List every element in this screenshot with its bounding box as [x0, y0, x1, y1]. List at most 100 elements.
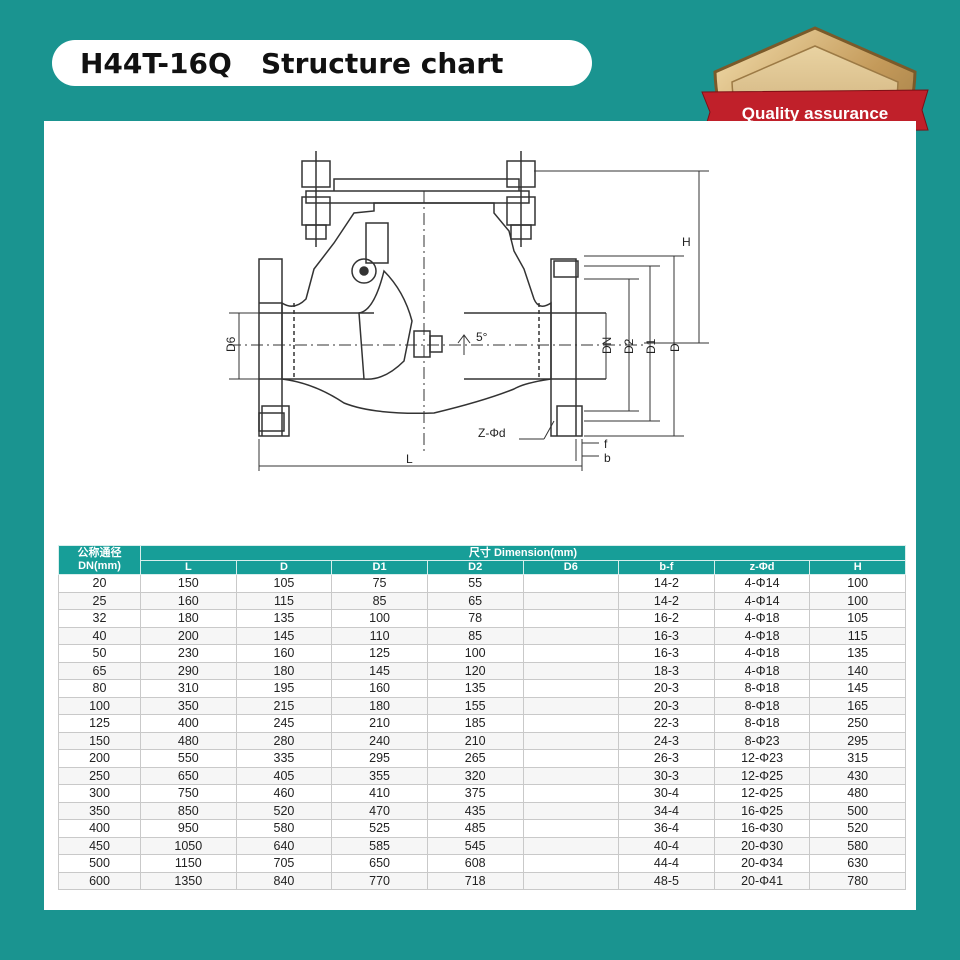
table-cell: 100 [331, 609, 428, 628]
column-header: D [235, 560, 333, 575]
dn-header: 公称通径 DN(mm) [58, 545, 141, 575]
table-cell: 16-3 [618, 644, 715, 663]
right-flange [550, 258, 583, 437]
dn-header-en: DN(mm) [78, 560, 121, 572]
table-cell [522, 749, 620, 768]
table-cell: 460 [235, 784, 333, 803]
table-cell: 14-2 [618, 574, 715, 593]
table-cell [522, 714, 620, 733]
table-cell: 78 [426, 609, 524, 628]
label-d6: D6 [224, 336, 238, 352]
table-cell: 14-2 [618, 591, 715, 610]
table-cell: 40-4 [618, 836, 715, 855]
column-header: z-Φd [713, 560, 811, 575]
table-cell: 310 [140, 679, 237, 698]
table-cell [522, 871, 620, 890]
table-cell: 20-3 [618, 696, 715, 715]
label-zd: Z-Φd [478, 426, 506, 440]
table-cell [522, 626, 620, 645]
table-cell [522, 609, 620, 628]
table-cell [522, 819, 620, 838]
dn-header-cn: 公称通径 [77, 547, 122, 559]
bolt-right [506, 151, 536, 247]
table-cell: 630 [809, 854, 906, 873]
table-cell: 295 [809, 731, 906, 750]
table-cell: 20-3 [618, 679, 715, 698]
table-cell: 718 [426, 871, 524, 890]
table-cell: 295 [331, 749, 428, 768]
table-cell: 230 [140, 644, 237, 663]
table-cell: 25 [58, 591, 141, 610]
table-cell [522, 644, 620, 663]
table-cell: 145 [331, 661, 428, 680]
column-header: L [140, 560, 237, 575]
table-cell: 500 [809, 801, 906, 820]
table-cell [522, 679, 620, 698]
label-b: b [604, 451, 611, 465]
table-cell: 16-Φ25 [713, 801, 811, 820]
table-cell: 26-3 [618, 749, 715, 768]
table-cell: 75 [331, 574, 428, 593]
table-cell: 48-5 [618, 871, 715, 890]
bolt-left [301, 151, 331, 247]
page-title: H44T-16Q Structure chart [80, 46, 504, 80]
table-cell [522, 696, 620, 715]
table-cell: 280 [235, 731, 333, 750]
table-cell: 500 [58, 854, 141, 873]
table-cell: 160 [331, 679, 428, 698]
table-cell: 32 [58, 609, 141, 628]
valve-body [281, 202, 552, 415]
table-cell: 65 [426, 591, 524, 610]
table-cell: 215 [235, 696, 333, 715]
table-cell: 520 [809, 819, 906, 838]
table-cell: 4-Φ18 [713, 626, 811, 645]
table-cell: 545 [426, 836, 524, 855]
table-cell: 180 [331, 696, 428, 715]
table-cell: 265 [426, 749, 524, 768]
table-cell: 185 [426, 714, 524, 733]
table-cell: 350 [58, 801, 141, 820]
table-cell: 180 [140, 609, 237, 628]
table-cell: 20-Φ30 [713, 836, 811, 855]
table-cell: 240 [331, 731, 428, 750]
table-cell: 16-Φ30 [713, 819, 811, 838]
table-cell: 55 [426, 574, 524, 593]
table-cell: 8-Φ18 [713, 696, 811, 715]
table-cell: 4-Φ18 [713, 644, 811, 663]
table-cell: 770 [331, 871, 428, 890]
table-cell: 600 [58, 871, 141, 890]
content-panel: D6 DN D2 D1 D H L 5° Z-Φd f b 公称通径 DN(mm… [44, 121, 916, 910]
label-h: H [682, 235, 691, 249]
table-cell: 1350 [140, 871, 237, 890]
column-header: D6 [522, 560, 620, 575]
valve-drawing: D6 DN D2 D1 D H L 5° Z-Φd f b [224, 151, 709, 471]
table-cell: 30-4 [618, 784, 715, 803]
table-cell [522, 574, 620, 593]
table-cell: 115 [809, 626, 906, 645]
table-cell: 22-3 [618, 714, 715, 733]
table-cell: 50 [58, 644, 141, 663]
table-cell: 210 [426, 731, 524, 750]
table-cell: 1050 [140, 836, 237, 855]
table-cell: 950 [140, 819, 237, 838]
table-cell [522, 731, 620, 750]
table-cell: 450 [58, 836, 141, 855]
table-cell: 135 [809, 644, 906, 663]
table-cell: 245 [235, 714, 333, 733]
table-cell: 145 [809, 679, 906, 698]
table-cell: 34-4 [618, 801, 715, 820]
title-banner: H44T-16Q Structure chart [52, 40, 592, 86]
column-header: H [809, 560, 906, 575]
table-cell: 650 [331, 854, 428, 873]
table-cell: 145 [235, 626, 333, 645]
table-cell: 135 [235, 609, 333, 628]
